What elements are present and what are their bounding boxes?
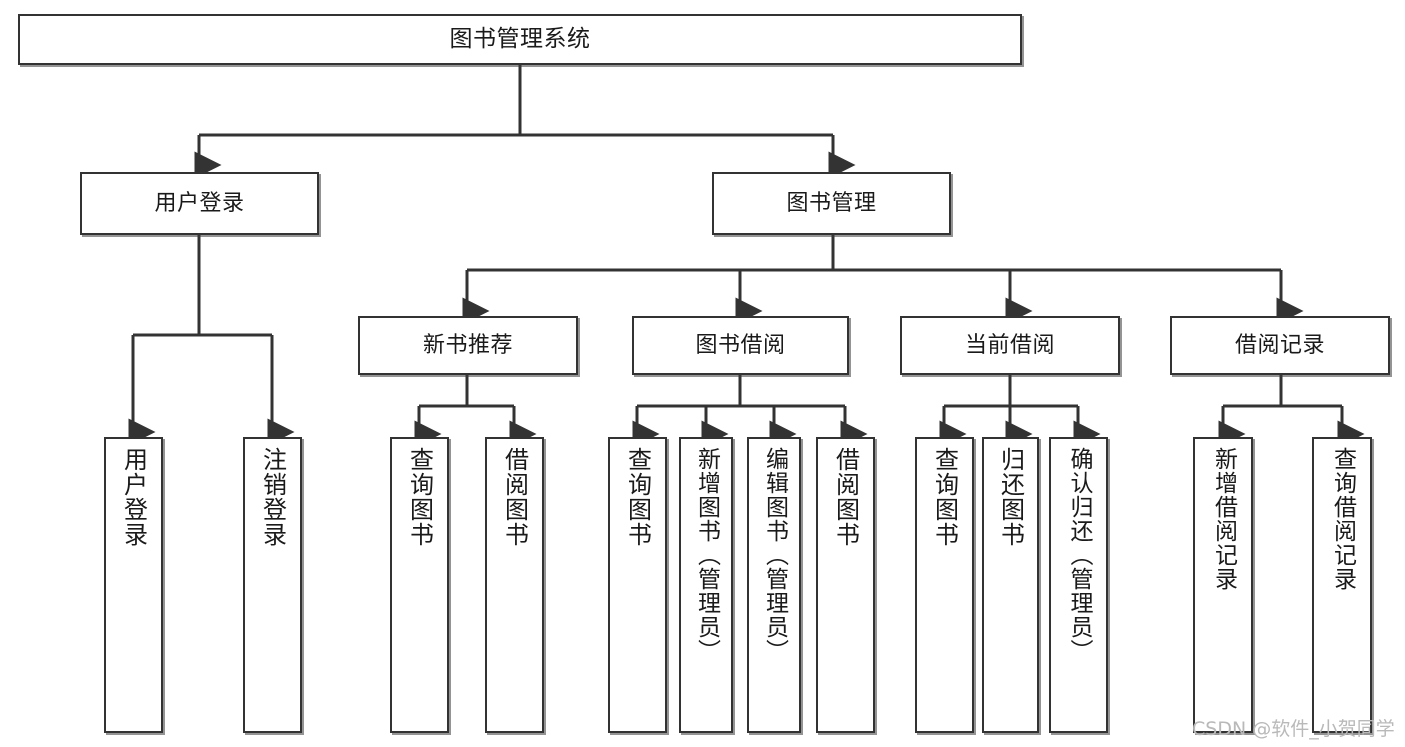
leaf-add-record-label: 新增借阅记录 (1210, 447, 1237, 591)
leaf-edit-book-label: 编辑图书（管理员） (761, 447, 788, 663)
leaf-confirm-return[interactable]: 确认归还（管理员） (1049, 437, 1108, 733)
leaf-borrow-book-2-label: 借阅图书 (831, 447, 860, 547)
node-borrow-record-label: 借阅记录 (1234, 332, 1325, 358)
leaf-query-book-2-label: 查询图书 (623, 447, 652, 547)
leaf-add-record[interactable]: 新增借阅记录 (1193, 437, 1253, 733)
leaf-add-book[interactable]: 新增图书（管理员） (679, 437, 733, 733)
node-current-borrow-label: 当前借阅 (964, 332, 1055, 358)
node-user-login-label: 用户登录 (154, 190, 245, 216)
leaf-borrow-book-1-label: 借阅图书 (500, 447, 529, 547)
leaf-logout-label: 注销登录 (258, 447, 287, 547)
leaf-user-login[interactable]: 用户登录 (104, 437, 163, 733)
leaf-return-book-label: 归还图书 (996, 447, 1025, 547)
leaf-logout[interactable]: 注销登录 (243, 437, 302, 733)
leaf-borrow-book-1[interactable]: 借阅图书 (485, 437, 544, 733)
node-book-manage-label: 图书管理 (786, 190, 877, 216)
node-book-borrow[interactable]: 图书借阅 (632, 316, 849, 375)
node-root-label: 图书管理系统 (449, 26, 591, 53)
leaf-query-record-label: 查询借阅记录 (1329, 447, 1356, 591)
node-book-borrow-label: 图书借阅 (695, 332, 786, 358)
leaf-return-book[interactable]: 归还图书 (982, 437, 1039, 733)
leaf-query-book-2[interactable]: 查询图书 (608, 437, 667, 733)
leaf-confirm-return-label: 确认归还（管理员） (1066, 447, 1092, 663)
leaf-borrow-book-2[interactable]: 借阅图书 (816, 437, 875, 733)
leaf-query-book-3-label: 查询图书 (930, 447, 959, 547)
leaf-user-login-label: 用户登录 (119, 447, 148, 547)
node-new-book-rec-label: 新书推荐 (422, 332, 513, 358)
leaf-edit-book[interactable]: 编辑图书（管理员） (747, 437, 801, 733)
leaf-query-book-3[interactable]: 查询图书 (915, 437, 974, 733)
leaf-query-record[interactable]: 查询借阅记录 (1312, 437, 1372, 733)
csdn-watermark: CSDN @软件_小贺同学 (1192, 718, 1395, 740)
leaf-query-book-1-label: 查询图书 (405, 447, 434, 547)
node-current-borrow[interactable]: 当前借阅 (900, 316, 1120, 375)
node-root[interactable]: 图书管理系统 (18, 14, 1022, 65)
node-new-book-rec[interactable]: 新书推荐 (358, 316, 578, 375)
leaf-query-book-1[interactable]: 查询图书 (390, 437, 449, 733)
node-borrow-record[interactable]: 借阅记录 (1170, 316, 1390, 375)
node-user-login[interactable]: 用户登录 (80, 172, 319, 235)
node-book-manage[interactable]: 图书管理 (712, 172, 951, 235)
leaf-add-book-label: 新增图书（管理员） (693, 447, 720, 663)
